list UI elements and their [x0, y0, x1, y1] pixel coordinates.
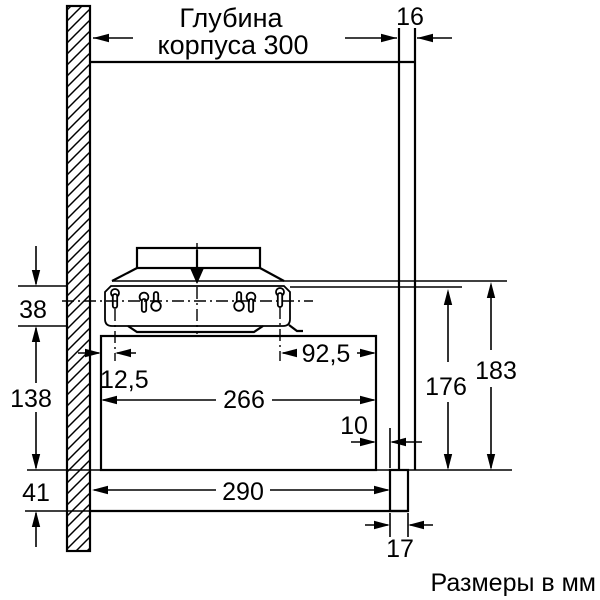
dim-front-strip-width [365, 513, 433, 537]
keyhole-slot [138, 291, 150, 313]
wall-section [65, 4, 92, 553]
dim-visor-width [92, 485, 390, 495]
dim-left-slot-offset [78, 348, 136, 358]
duct-lines [397, 28, 417, 470]
dim-height-183 [486, 282, 496, 470]
dim-label-92-5: 92,5 [302, 340, 351, 368]
dim-label-16: 16 [396, 3, 424, 31]
dim-label-41: 41 [22, 479, 50, 507]
drawing-title-line2: корпуса 300 [157, 30, 308, 60]
keyhole-slot [150, 291, 162, 312]
dim-label-266: 266 [223, 386, 265, 414]
dim-label-138: 138 [10, 385, 52, 413]
dim-label-176: 176 [425, 373, 467, 401]
hood-collar [127, 324, 303, 334]
dim-label-183: 183 [475, 357, 517, 385]
keyhole-slot [110, 288, 120, 309]
units-note: Размеры в мм [431, 569, 596, 597]
keyhole-slot [245, 291, 257, 313]
front-strip [388, 468, 410, 513]
dim-duct-width [417, 33, 452, 43]
keyhole-slot [275, 287, 285, 308]
dim-body-width [101, 395, 376, 405]
mounting-bracket [104, 285, 291, 327]
dim-label-290: 290 [222, 478, 264, 506]
dim-housing-depth [93, 33, 397, 43]
dim-left-stack [18, 246, 67, 547]
dim-right-slot-offset [281, 348, 376, 358]
bottom-panel [25, 468, 410, 513]
dim-rear-gap [351, 437, 422, 447]
dim-label-17: 17 [386, 535, 414, 563]
dim-label-10: 10 [340, 412, 368, 440]
dim-label-12-5: 12,5 [100, 366, 149, 394]
dim-height-176 [443, 289, 453, 470]
dim-label-38: 38 [19, 296, 47, 324]
drawing-title-line1: Глубина [179, 3, 283, 33]
